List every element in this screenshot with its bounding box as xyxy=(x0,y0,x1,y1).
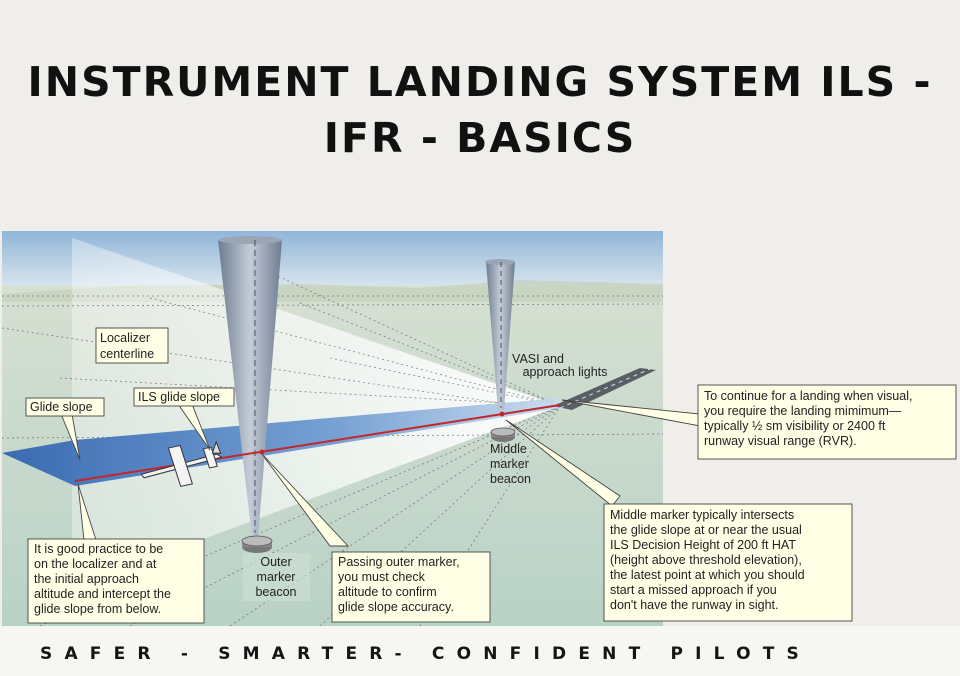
svg-text:Glide slope: Glide slope xyxy=(30,400,93,414)
svg-text:Middle marker typically inters: Middle marker typically intersects xyxy=(610,508,794,522)
callout-landing-minimum: To continue for a landing when visual, y… xyxy=(697,384,957,460)
localizer-plane xyxy=(72,238,560,588)
callout-leaders xyxy=(60,399,701,547)
label-vasi-approach-lights: VASI and approach lights xyxy=(512,352,607,379)
middle-marker-cone xyxy=(486,262,515,410)
callout-good-practice: It is good practice to be on the localiz… xyxy=(27,538,205,624)
svg-text:beacon: beacon xyxy=(255,585,296,599)
title-line-2: IFR - BASICS xyxy=(323,114,637,162)
callout-glide-slope: Glide slope xyxy=(25,397,105,417)
outer-marker-cone xyxy=(218,240,282,538)
aircraft-icon xyxy=(140,440,223,487)
callout-middle-marker-decision-height: Middle marker typically intersects the g… xyxy=(603,503,853,622)
callout-passing-outer-marker: Passing outer marker, you must check alt… xyxy=(331,551,491,623)
svg-text:runway visual range (RVR).: runway visual range (RVR). xyxy=(704,434,857,448)
title-line-1: INSTRUMENT LANDING SYSTEM ILS - xyxy=(27,58,933,106)
callout-localizer-centerline: Localizer centerline xyxy=(95,327,169,364)
label-middle-marker-beacon: Middle marker beacon xyxy=(490,442,531,486)
footer-tagline: SAFER - SMARTER- CONFIDENT PILOTS xyxy=(40,644,811,664)
callout-ils-glide-slope: ILS glide slope xyxy=(133,387,235,407)
svg-text:(height above threshold elevat: (height above threshold elevation), xyxy=(610,553,802,567)
svg-text:you must check: you must check xyxy=(338,570,426,584)
svg-text:the glide slope at or near the: the glide slope at or near the usual xyxy=(610,523,802,537)
svg-text:marker: marker xyxy=(257,570,296,584)
svg-text:glide slope from below.: glide slope from below. xyxy=(34,602,161,616)
svg-text:Middle: Middle xyxy=(490,442,527,456)
svg-text:Passing outer marker,: Passing outer marker, xyxy=(338,555,460,569)
svg-text:the latest point at which you: the latest point at which you should xyxy=(610,568,805,582)
svg-text:centerline: centerline xyxy=(100,347,154,361)
svg-text:altitude to confirm: altitude to confirm xyxy=(338,585,437,599)
svg-text:glide slope accuracy.: glide slope accuracy. xyxy=(338,600,454,614)
svg-text:beacon: beacon xyxy=(490,472,531,486)
outer-marker-beacon-icon xyxy=(241,535,273,553)
page-title: INSTRUMENT LANDING SYSTEM ILS - IFR - BA… xyxy=(0,54,960,166)
svg-text:approach lights: approach lights xyxy=(523,365,608,379)
svg-text:start a missed approach if you: start a missed approach if you xyxy=(610,583,777,597)
svg-text:To continue for a landing when: To continue for a landing when visual, xyxy=(704,389,912,403)
svg-text:the initial approach: the initial approach xyxy=(34,572,139,586)
svg-text:VASI and: VASI and xyxy=(512,352,564,366)
label-outer-marker-beacon: Outer marker beacon xyxy=(243,553,310,601)
svg-text:you require the landing mimimu: you require the landing mimimum— xyxy=(704,404,902,418)
svg-text:Localizer: Localizer xyxy=(100,331,150,345)
svg-text:marker: marker xyxy=(490,457,529,471)
svg-text:don't have the runway in sight: don't have the runway in sight. xyxy=(610,598,778,612)
svg-text:on the localizer and at: on the localizer and at xyxy=(34,557,157,571)
svg-text:ILS glide slope: ILS glide slope xyxy=(138,390,220,404)
footer: SAFER - SMARTER- CONFIDENT PILOTS xyxy=(0,626,960,676)
middle-marker-beacon-icon xyxy=(490,427,516,442)
svg-text:Outer: Outer xyxy=(260,555,291,569)
svg-text:ILS Decision Height of 200 ft: ILS Decision Height of 200 ft HAT xyxy=(610,538,796,552)
svg-text:altitude and intercept the: altitude and intercept the xyxy=(34,587,171,601)
svg-text:typically ½ sm visibility or 2: typically ½ sm visibility or 2400 ft xyxy=(704,419,886,433)
svg-text:It is good practice to be: It is good practice to be xyxy=(34,542,163,556)
ils-diagram: Localizer centerline Glide slope ILS gli… xyxy=(1,231,957,626)
glide-slope-beam xyxy=(2,398,560,486)
glide-path-line xyxy=(74,404,561,482)
